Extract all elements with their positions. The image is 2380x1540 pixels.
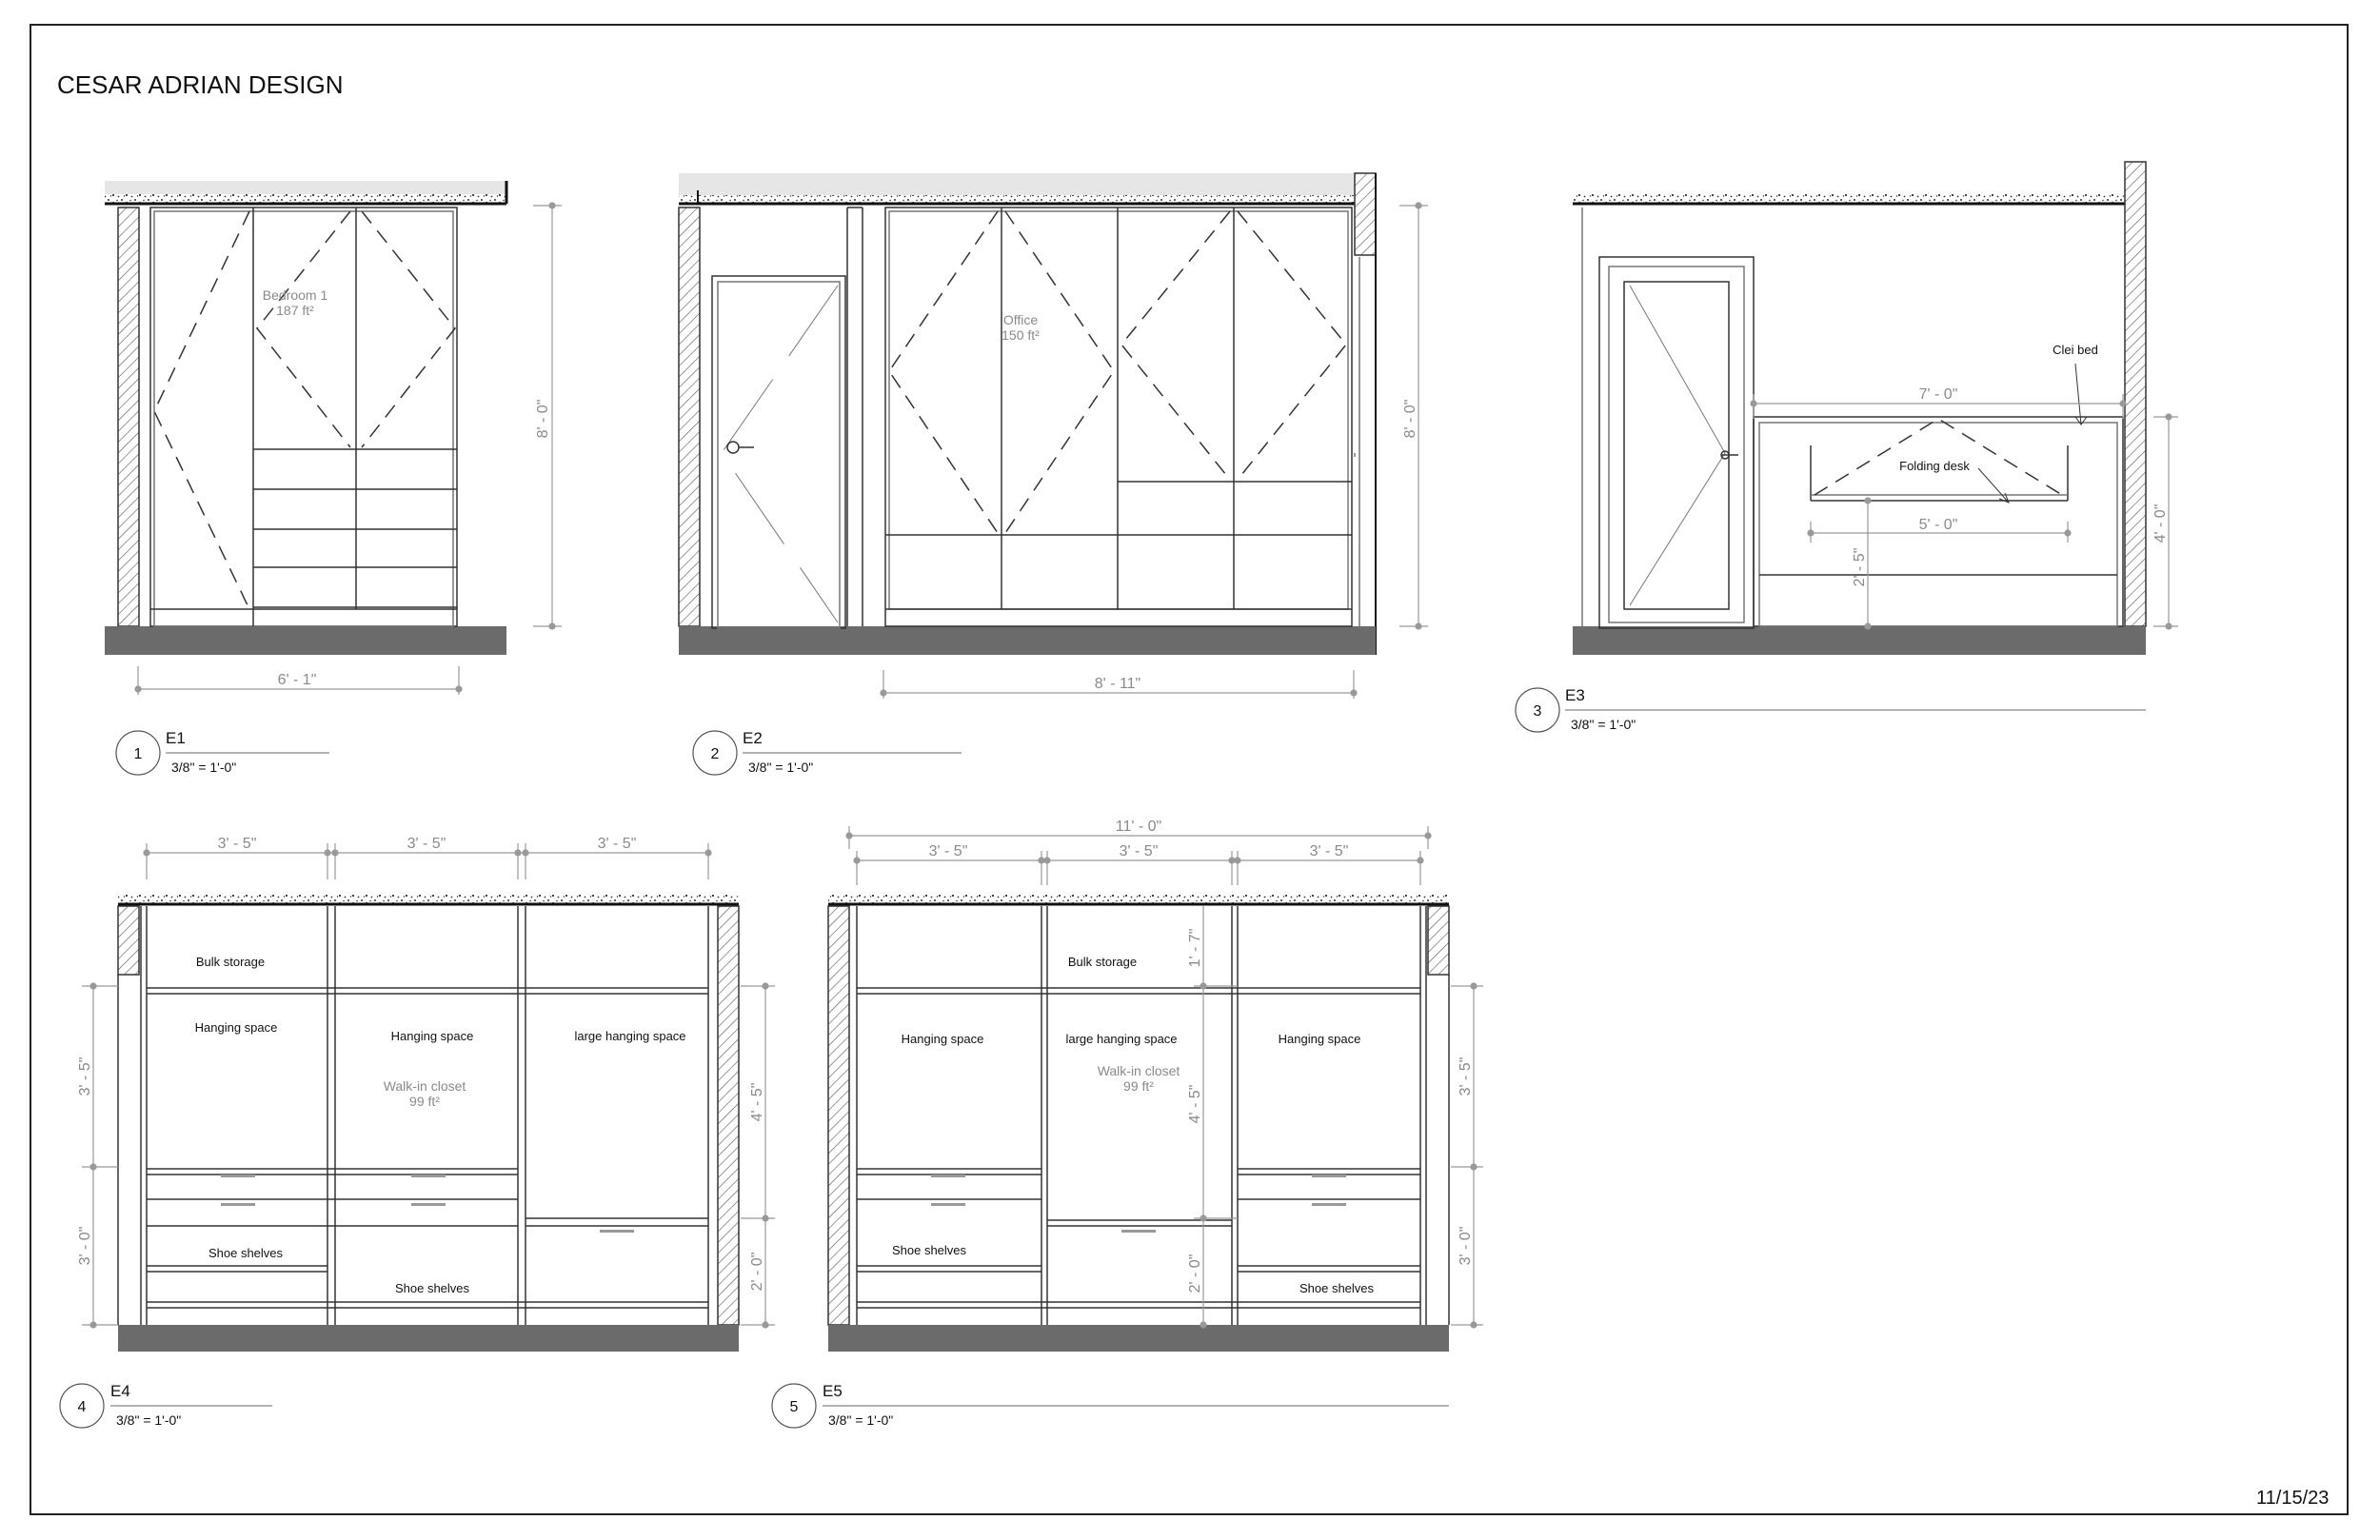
e4-dim-left-lower: 3' - 0": [77, 1227, 93, 1266]
e4-dim-bay2: 3' - 5": [407, 836, 446, 852]
elevation-e5: [827, 895, 1450, 1352]
e4-hanging-1: Hanging space: [195, 1020, 278, 1035]
e5-room-name: Walk-in closet: [1098, 1063, 1180, 1078]
view-number: 4: [78, 1399, 87, 1415]
e4-shoe-1: Shoe shelves: [208, 1246, 284, 1260]
e1-room-area: 187 ft²: [276, 303, 314, 318]
e5-dim-mid-top: 1' - 7": [1187, 929, 1203, 968]
e4-room-area: 99 ft²: [409, 1094, 440, 1109]
elevation-e2: [678, 172, 1377, 655]
e5-hanging-2: large hanging space: [1065, 1032, 1177, 1046]
e3-tag-desk: Folding desk: [1899, 459, 1970, 473]
e5-dim-total: 11' - 0": [1116, 819, 1161, 835]
e5-hanging-1: Hanging space: [902, 1032, 984, 1046]
e2-dimensions: [880, 202, 1428, 699]
e2-room-name: Office: [1003, 312, 1039, 327]
e5-dim-mid-low: 2' - 0": [1187, 1254, 1203, 1293]
view-number: 2: [711, 746, 720, 762]
e1-dim-width: 6' - 1": [278, 672, 317, 688]
view-scale: 3/8" = 1'-0": [171, 760, 236, 775]
e4-room-name: Walk-in closet: [384, 1078, 466, 1094]
e5-dim-right-upper: 3' - 5": [1458, 1057, 1474, 1096]
e4-dimensions: [82, 843, 775, 1329]
e5-room-area: 99 ft²: [1123, 1078, 1154, 1094]
e4-dim-right-lower: 2' - 0": [749, 1253, 765, 1292]
e5-shoe-2: Shoe shelves: [1299, 1281, 1375, 1295]
view-name: E2: [743, 729, 763, 747]
view-scale: 3/8" = 1'-0": [828, 1412, 893, 1428]
e4-shoe-2: Shoe shelves: [395, 1281, 470, 1295]
view-name: E3: [1565, 686, 1585, 704]
e4-dim-bay1: 3' - 5": [218, 836, 257, 852]
view-scale: 3/8" = 1'-0": [116, 1412, 181, 1428]
e3-tag-bed: Clei bed: [2053, 343, 2098, 357]
e3-dimensions: [1750, 394, 2178, 630]
view-title-e1: 1 E1 3/8" = 1'-0": [115, 729, 329, 776]
e4-dim-right-upper: 4' - 5": [749, 1083, 765, 1122]
elevation-e4: [117, 895, 740, 1352]
view-number: 1: [134, 746, 143, 762]
sheet-date: 11/15/23: [2256, 1488, 2329, 1509]
e4-dim-left-upper: 3' - 5": [77, 1057, 93, 1096]
elevation-e3: [1573, 161, 2147, 655]
view-scale: 3/8" = 1'-0": [748, 760, 813, 775]
e5-dim-bay1: 3' - 5": [929, 843, 968, 859]
e3-dim-bed-width: 7' - 0": [1919, 386, 1958, 403]
e2-dim-height: 8' - 0": [1402, 400, 1418, 439]
e1-dimensions: [134, 202, 562, 695]
e4-dim-bay3: 3' - 5": [598, 836, 637, 852]
sheet-border: [30, 24, 2349, 1515]
e3-dim-desk-width: 5' - 0": [1919, 517, 1958, 533]
view-number: 3: [1534, 703, 1542, 720]
e1-dim-height: 8' - 0": [535, 400, 551, 439]
view-title-e2: 2 E2 3/8" = 1'-0": [692, 729, 962, 776]
view-title-e5: 5 E5 3/8" = 1'-0": [771, 1382, 1449, 1429]
view-scale: 3/8" = 1'-0": [1571, 717, 1636, 732]
e4-bulk-storage: Bulk storage: [196, 955, 265, 969]
e5-dim-mid-mid: 4' - 5": [1187, 1085, 1203, 1124]
view-title-e3: 3 E3 3/8" = 1'-0": [1515, 686, 2146, 733]
view-name: E1: [166, 729, 186, 747]
e5-dimensions: [845, 826, 1483, 1329]
elevation-e1: [105, 181, 508, 655]
e1-room-name: Bedroom 1: [263, 287, 328, 303]
e5-bulk-storage: Bulk storage: [1068, 955, 1137, 969]
view-title-e4: 4 E4 3/8" = 1'-0": [59, 1382, 272, 1429]
e3-dim-bed-height: 4' - 0": [2152, 504, 2169, 543]
e5-shoe-1: Shoe shelves: [892, 1243, 967, 1257]
e5-dim-bay3: 3' - 5": [1310, 843, 1349, 859]
e4-hanging-2: Hanging space: [391, 1029, 474, 1043]
view-number: 5: [790, 1399, 799, 1415]
e5-hanging-3: Hanging space: [1279, 1032, 1361, 1046]
e5-dim-right-lower: 3' - 0": [1458, 1227, 1474, 1266]
view-name: E4: [110, 1382, 130, 1400]
e2-room-area: 150 ft²: [1002, 327, 1040, 343]
e4-hanging-3: large hanging space: [574, 1029, 685, 1043]
e3-dim-desk-height: 2' - 5": [1852, 548, 1868, 587]
e2-dim-width: 8' - 11": [1095, 676, 1140, 692]
company-title: CESAR ADRIAN DESIGN: [57, 70, 344, 99]
e5-dim-bay2: 3' - 5": [1120, 843, 1159, 859]
view-name: E5: [823, 1382, 843, 1400]
